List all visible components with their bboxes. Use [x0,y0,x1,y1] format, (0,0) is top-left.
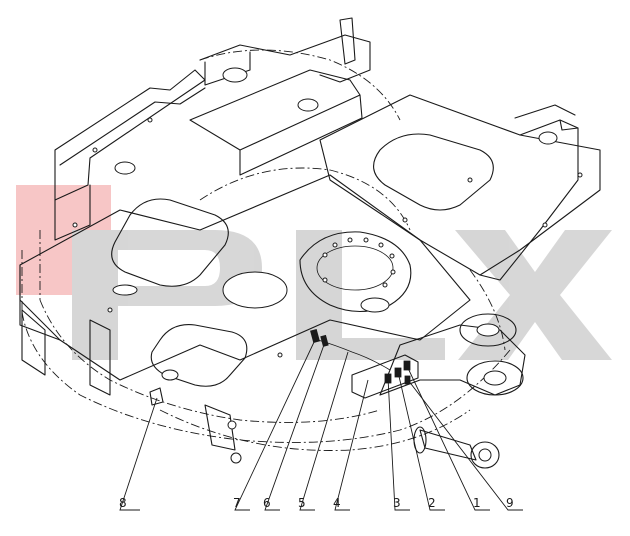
slew-plate [299,231,412,313]
centre-beam [189,69,361,151]
lower-mount-pin [230,452,242,464]
callout-3: 3 [393,496,401,510]
hidden-outline-right [469,269,506,351]
callout-9: 9 [506,496,514,510]
callout-1: 1 [473,496,481,510]
left-window [111,198,229,287]
bolt-8 [149,387,164,406]
watermark-letter-l [296,230,445,360]
upper-lug-hole-1 [222,67,248,83]
right-beam-lug [559,119,579,131]
centre-beam-side [239,94,363,176]
right-upper-plate-window [373,133,494,211]
lower-mount-hole [227,420,237,430]
callout-4: 4 [333,496,341,510]
top-tower [199,34,371,83]
upper-lug-hole-2 [297,98,319,112]
watermark-letter-x [455,230,612,360]
floor-plate-lip [19,264,61,341]
callout-labels: 8 7 6 5 4 3 2 1 9 [119,496,514,510]
top-tower-post [339,17,356,65]
cylinder-rod [419,429,477,461]
slew-hole-ring [316,245,394,291]
callout-8: 8 [119,496,127,510]
slew-bolt-holes [322,237,396,288]
lower-window [150,324,248,387]
dome-hole [222,271,288,309]
hidden-outline-inner [39,299,381,423]
left-rail-flange [54,184,91,241]
arm-lug-bore-upper [476,323,500,337]
leader-lines [119,339,523,511]
left-upright-bracket [21,309,46,376]
arm-lug-outer-upper [459,313,517,347]
arm-lug-outer-lower [466,360,524,396]
left-plate-slot [112,284,138,296]
rod-eye [470,441,500,469]
watermark-letter-p [72,230,262,360]
hidden-curve-bottom [159,409,471,451]
right-beam-top [514,104,576,119]
callout-6: 6 [263,496,271,510]
upper-left-lug-hole [114,161,136,175]
callout-5: 5 [298,496,306,510]
right-lug-hole [538,131,558,145]
hidden-upper-arc [199,49,401,121]
slew-bore [360,297,390,313]
lower-left-hole [161,369,179,381]
hose-line [317,339,391,371]
hidden-centre-arc [199,167,411,231]
arm-lug-bore-lower [483,370,507,386]
rod-eye-bore [478,448,492,462]
floor-plate [19,174,471,381]
frame-bolt-holes [72,117,583,358]
frame-assembly [19,17,601,469]
left-rail [54,69,206,201]
right-upper-plate [319,94,601,276]
left-lower-bracket [89,319,111,396]
left-rail-top [59,87,206,166]
callout-2: 2 [428,496,436,510]
lower-mount-bracket [204,404,236,451]
callout-7: 7 [233,496,241,510]
valve-block [351,354,419,399]
